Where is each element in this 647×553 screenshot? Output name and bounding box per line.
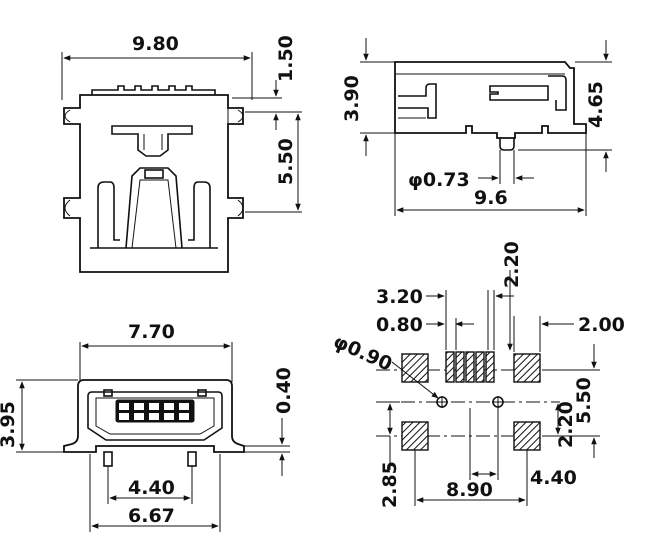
hole-offset-label: 2.20 — [555, 401, 577, 448]
hole-spacing-label: 4.40 — [530, 467, 577, 489]
pad-bottom-right — [513, 421, 541, 451]
pad-top-right — [513, 353, 541, 383]
peg-diameter-label: φ0.73 — [408, 169, 470, 191]
front-body-width-label: 6.67 — [128, 505, 175, 527]
front-offset-label: 0.40 — [273, 367, 295, 414]
vertical-span-label: 5.50 — [573, 377, 595, 424]
front-opening — [87, 391, 223, 441]
pad-span-label: 3.20 — [376, 286, 423, 308]
signal-pads — [445, 351, 495, 383]
pad-top-left — [401, 353, 429, 383]
left-spring — [97, 181, 120, 248]
bottom-pad-label: 2.85 — [379, 461, 401, 508]
side-peg — [499, 138, 515, 151]
tab-spacing-label: 5.50 — [275, 138, 297, 185]
front-pin-span-label: 4.40 — [128, 477, 175, 499]
top-contact-bumps — [91, 85, 216, 95]
front-width-label: 7.70 — [128, 321, 175, 343]
side-length-label: 9.6 — [474, 187, 508, 209]
pitch-label: 0.80 — [376, 314, 423, 336]
top-offset-label: 1.50 — [275, 35, 297, 82]
side-spring — [489, 85, 549, 101]
footprint: 3.20 0.80 2.20 2.00 φ0.90 5.50 2.20 2.85 — [330, 241, 625, 508]
side-pad-label: 2.00 — [578, 314, 625, 336]
outer-span-label: 8.90 — [446, 479, 493, 501]
pad-bottom-left — [401, 421, 429, 451]
front-view: 7.70 3.95 0.40 4.40 — [0, 321, 295, 532]
side-latch — [398, 83, 437, 119]
front-left-leg — [103, 451, 113, 467]
top-connector-body — [63, 94, 244, 273]
side-height-label: 3.90 — [341, 75, 363, 122]
side-total-height-label: 4.65 — [585, 81, 607, 128]
top-latch — [111, 125, 193, 157]
front-right-leg — [187, 451, 197, 467]
front-height-label: 3.95 — [0, 401, 19, 448]
contact-pins — [119, 403, 189, 420]
hole-diameter-label: φ0.90 — [330, 330, 395, 375]
center-shell — [125, 167, 183, 249]
center-contact-block — [144, 169, 164, 179]
top-view: 9.80 1.50 5.50 — [61, 33, 302, 273]
top-width-label: 9.80 — [132, 33, 179, 55]
pad-width-label: 2.20 — [501, 241, 523, 288]
side-view: 3.90 4.65 φ0.73 9.6 — [341, 38, 612, 216]
right-spring — [188, 181, 211, 248]
